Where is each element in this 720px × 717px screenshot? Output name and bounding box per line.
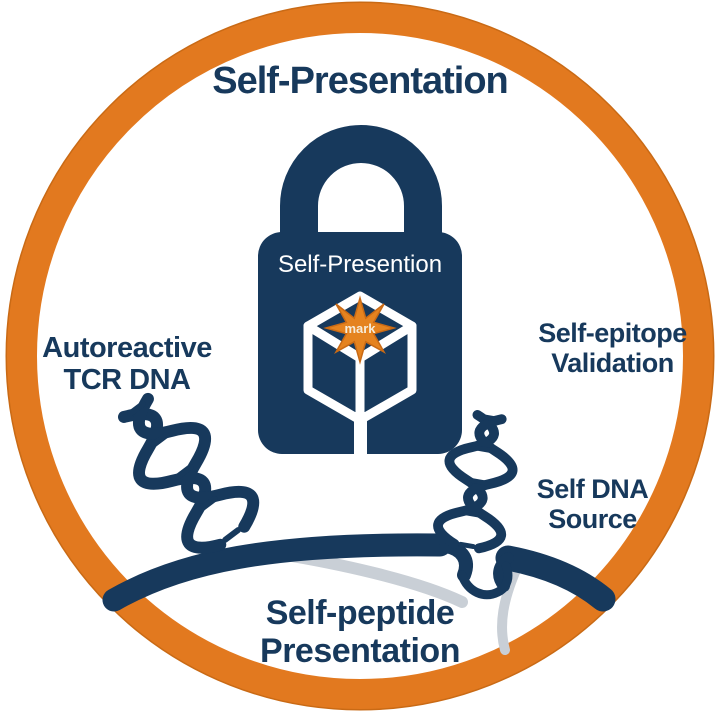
starburst-shape	[323, 295, 397, 365]
ring-band	[7, 3, 713, 709]
label-line: Self-epitope	[538, 318, 687, 348]
membrane-band-right	[495, 545, 616, 612]
label-autoreactive-tcr-dna: Autoreactive TCR DNA	[22, 332, 232, 397]
label-line: Self DNA	[536, 474, 649, 504]
starburst-icon: mark	[323, 295, 397, 365]
label-self-dna-source: Self DNA Source	[505, 474, 680, 534]
label-self-peptide-presentation: Self-peptide Presentation	[180, 594, 540, 670]
cube-stem	[354, 412, 367, 460]
membrane-lip-left	[439, 539, 473, 582]
cell-membrane-icon	[102, 533, 616, 655]
label-line: TCR DNA	[63, 364, 192, 397]
label-self-epitope-validation: Self-epitope Validation	[505, 318, 720, 378]
padlock-icon: mark	[258, 125, 462, 460]
dna-helix-left-icon	[105, 384, 264, 559]
label-line: Presentation	[260, 632, 460, 671]
membrane-shadow-right	[497, 565, 521, 655]
label-line: Source	[548, 504, 637, 535]
membrane-band-left	[102, 533, 452, 612]
label-line: Self-peptide	[265, 594, 455, 632]
padlock-shackle	[280, 125, 442, 250]
lock-label: Self-Presention	[277, 251, 443, 278]
membrane-pore	[457, 561, 513, 600]
mark-text: mark	[344, 321, 376, 336]
diagram-title: Self-Presentation	[212, 60, 509, 102]
label-line: Autoreactive	[42, 332, 212, 364]
outer-ring-icon	[5, 1, 715, 711]
label-line: Validation	[551, 348, 674, 379]
